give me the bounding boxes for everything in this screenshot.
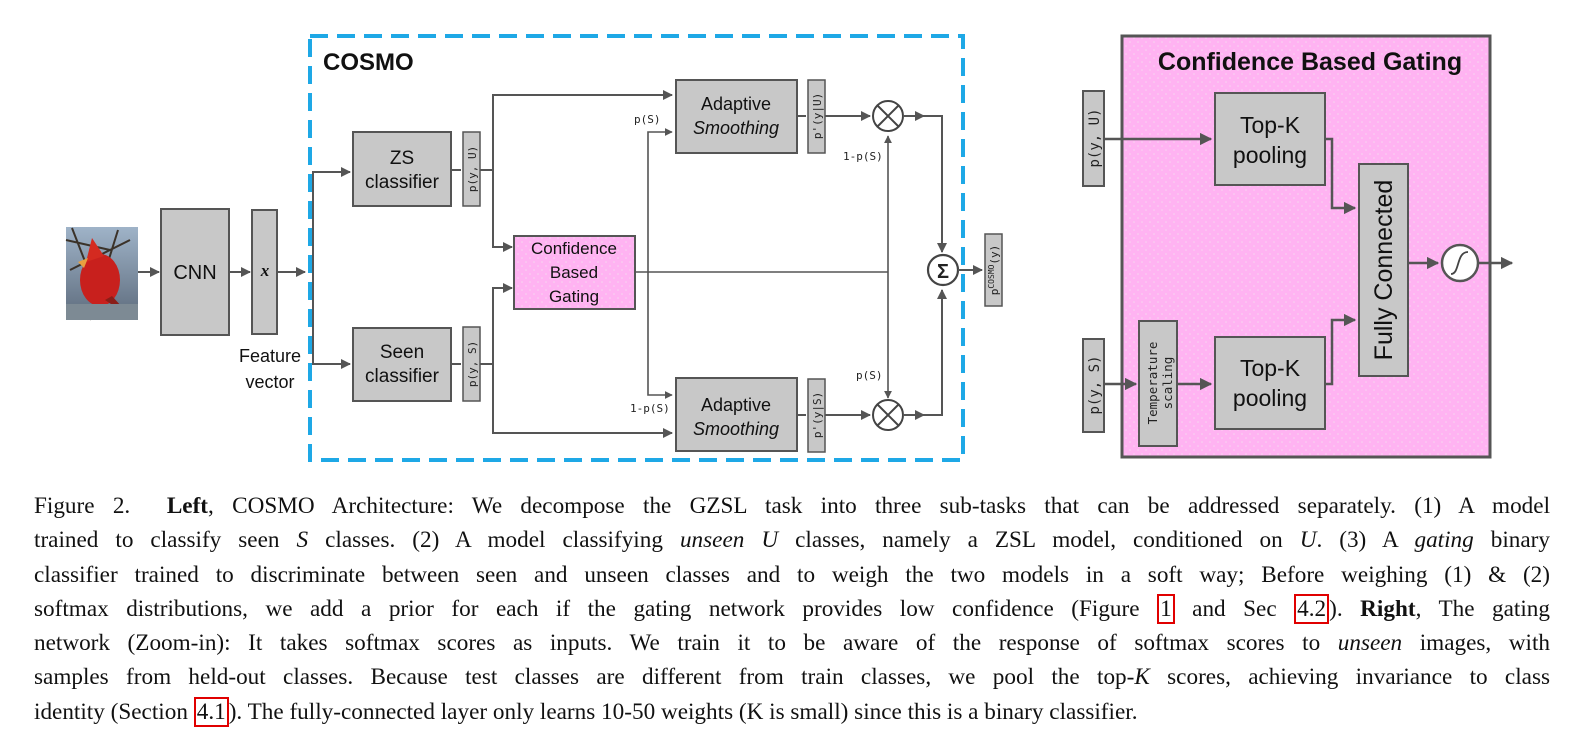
cosmo-title: COSMO bbox=[323, 49, 414, 76]
svg-text:Σ: Σ bbox=[937, 261, 949, 283]
scaling-label: scaling bbox=[1160, 357, 1175, 410]
p-y-s-input-box bbox=[1082, 338, 1105, 433]
one-minus-p-s-label-top: 1-p(S) bbox=[843, 150, 883, 163]
classifier-label: classifier bbox=[365, 366, 440, 387]
p-y-s-input-label: p(y, S) bbox=[1087, 355, 1103, 414]
gating-box bbox=[513, 235, 636, 310]
p-s-label-top: p(S) bbox=[634, 113, 661, 126]
p-s-label-bottom: p(S) bbox=[856, 369, 883, 382]
section-ref-link[interactable]: 4.2 bbox=[1294, 593, 1330, 624]
section-ref-link[interactable]: 4.1 bbox=[193, 696, 229, 727]
output-box bbox=[984, 233, 1003, 307]
output-label: pCOSMO(y) bbox=[987, 245, 1001, 296]
multiply-icon bbox=[872, 100, 904, 132]
temperature-scaling-box bbox=[1138, 320, 1178, 447]
p-prime-s-label: p'(y|S) bbox=[811, 392, 824, 438]
zs-label: ZS bbox=[390, 148, 414, 169]
multiply-icon bbox=[872, 399, 904, 431]
feature-label: Feature bbox=[239, 346, 301, 366]
gating-label-2: Based bbox=[550, 263, 598, 282]
zs-classifier-box bbox=[352, 131, 452, 207]
adaptive-label: Adaptive bbox=[701, 395, 771, 415]
smoothing-label: Smoothing bbox=[693, 118, 779, 138]
figure-caption: Figure 2. Left, COSMO Architecture: We d… bbox=[34, 493, 1551, 727]
topk-label: Top-K bbox=[1240, 112, 1301, 138]
bird-photo bbox=[65, 227, 138, 321]
gating-label-1: Confidence bbox=[531, 239, 617, 258]
x-symbol: x bbox=[260, 261, 270, 280]
svg-text:vector: vector bbox=[245, 372, 294, 392]
topk-pooling-bottom bbox=[1214, 336, 1326, 430]
fully-connected-box bbox=[1358, 163, 1409, 377]
topk-label: Top-K bbox=[1240, 355, 1301, 381]
pooling-label: pooling bbox=[1233, 385, 1307, 411]
adaptive-smoothing-top bbox=[675, 79, 798, 154]
temperature-label: Temperature bbox=[1145, 342, 1160, 425]
one-minus-p-s-label-bottom: 1-p(S) bbox=[630, 402, 670, 415]
seen-classifier-box bbox=[352, 327, 452, 402]
fully-connected-label: Fully Connected bbox=[1370, 180, 1398, 361]
sigmoid-icon bbox=[1440, 243, 1480, 283]
seen-label: Seen bbox=[380, 342, 424, 363]
sum-icon: Σ bbox=[926, 253, 960, 287]
p-prime-u-label: p'(y|U) bbox=[811, 93, 824, 139]
classifier-label: classifier bbox=[365, 172, 440, 193]
cosmo-border bbox=[308, 34, 965, 462]
pooling-label: pooling bbox=[1233, 142, 1307, 168]
p-y-u-input-label: p(y, U) bbox=[1087, 108, 1103, 167]
p-y-s-label: p(y, S) bbox=[466, 341, 479, 387]
feature-vector-box bbox=[251, 209, 278, 335]
topk-pooling-top bbox=[1214, 92, 1326, 186]
cnn-box bbox=[160, 208, 230, 336]
figure-ref-link[interactable]: 1 bbox=[1157, 593, 1175, 624]
smoothing-label: Smoothing bbox=[693, 419, 779, 439]
architecture-diagram: CNN x Feature vector COSMO ZS classifier… bbox=[65, 34, 1514, 462]
adaptive-label: Adaptive bbox=[701, 94, 771, 114]
gating-label-3: Gating bbox=[549, 287, 599, 306]
gating-title: Confidence Based Gating bbox=[1158, 48, 1462, 76]
p-y-u-label: p(y, U) bbox=[466, 146, 479, 192]
cnn-label: CNN bbox=[173, 262, 216, 284]
